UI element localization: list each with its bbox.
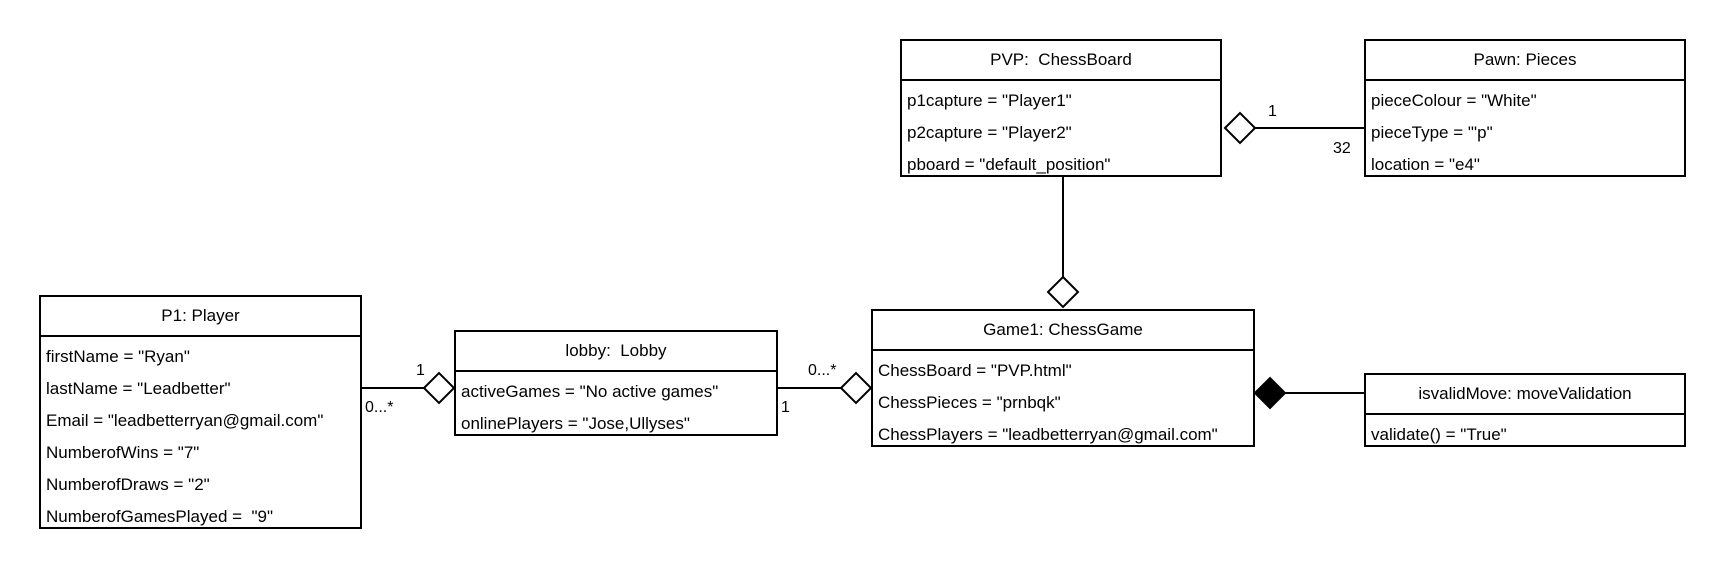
player-attribute: NumberofGamesPlayed = "9"	[46, 507, 274, 526]
chessgame-attribute: ChessBoard = "PVP.html"	[878, 361, 1072, 380]
pieces-object[interactable]: Pawn: Pieces pieceColour = "White" piece…	[1364, 39, 1686, 177]
lobby-object-title: lobby: Lobby	[456, 332, 776, 372]
chessboard-object-title: PVP: ChessBoard	[902, 41, 1220, 81]
pieces-attributes: pieceColour = "White" pieceType = "'p" l…	[1366, 81, 1684, 181]
chessgame-object[interactable]: Game1: ChessGame ChessBoard = "PVP.html"…	[871, 309, 1255, 447]
lobby-object[interactable]: lobby: Lobby activeGames = "No active ga…	[454, 330, 778, 436]
chessboard-attribute: pboard = "default_position"	[907, 155, 1111, 174]
chessgame-attributes: ChessBoard = "PVP.html" ChessPieces = "p…	[873, 351, 1253, 451]
chessgame-attribute: ChessPieces = "prnbqk"	[878, 393, 1061, 412]
player-attribute: firstName = "Ryan"	[46, 347, 190, 366]
chessgame-object-title: Game1: ChessGame	[873, 311, 1253, 351]
multiplicity-label: 0...*	[365, 399, 394, 416]
pieces-attribute: location = "e4"	[1371, 155, 1480, 174]
lobby-attributes: activeGames = "No active games" onlinePl…	[456, 372, 776, 440]
movevalidation-attributes: validate() = "True"	[1366, 415, 1684, 451]
pieces-attribute: pieceType = "'p"	[1371, 123, 1493, 142]
board-pieces-aggregation-diamond	[1223, 111, 1257, 145]
movevalidation-object[interactable]: isvalidMove: moveValidation validate() =…	[1364, 373, 1686, 447]
chessboard-attributes: p1capture = "Player1" p2capture = "Playe…	[902, 81, 1220, 181]
pieces-object-title: Pawn: Pieces	[1366, 41, 1684, 81]
board-game-aggregation-diamond	[1046, 275, 1080, 309]
multiplicity-label: 0...*	[808, 362, 837, 379]
pieces-attribute: pieceColour = "White"	[1371, 91, 1537, 110]
lobby-game-aggregation-diamond	[839, 371, 873, 405]
chessboard-attribute: p1capture = "Player1"	[907, 91, 1072, 110]
multiplicity-label: 32	[1333, 140, 1351, 157]
chessgame-attribute: ChessPlayers = "leadbetterryan@gmail.com…	[878, 425, 1218, 444]
player-attribute: NumberofWins = "7"	[46, 443, 200, 462]
player-object-title: P1: Player	[41, 297, 360, 337]
movevalidation-attribute: validate() = "True"	[1371, 425, 1507, 444]
game-validation-composition-diamond	[1253, 376, 1287, 410]
multiplicity-label: 1	[416, 362, 425, 379]
player-attribute: lastName = "Leadbetter"	[46, 379, 231, 398]
player-attributes: firstName = "Ryan" lastName = "Leadbette…	[41, 337, 360, 533]
chessboard-attribute: p2capture = "Player2"	[907, 123, 1072, 142]
lobby-attribute: activeGames = "No active games"	[461, 382, 719, 401]
multiplicity-label: 1	[781, 399, 790, 416]
player-lobby-aggregation-diamond	[422, 371, 456, 405]
player-attribute: Email = "leadbetterryan@gmail.com"	[46, 411, 324, 430]
movevalidation-object-title: isvalidMove: moveValidation	[1366, 375, 1684, 415]
chessboard-object[interactable]: PVP: ChessBoard p1capture = "Player1" p2…	[900, 39, 1222, 177]
lobby-attribute: onlinePlayers = "Jose,Ullyses"	[461, 414, 690, 433]
player-object[interactable]: P1: Player firstName = "Ryan" lastName =…	[39, 295, 362, 529]
player-attribute: NumberofDraws = "2"	[46, 475, 210, 494]
multiplicity-label: 1	[1268, 103, 1277, 120]
